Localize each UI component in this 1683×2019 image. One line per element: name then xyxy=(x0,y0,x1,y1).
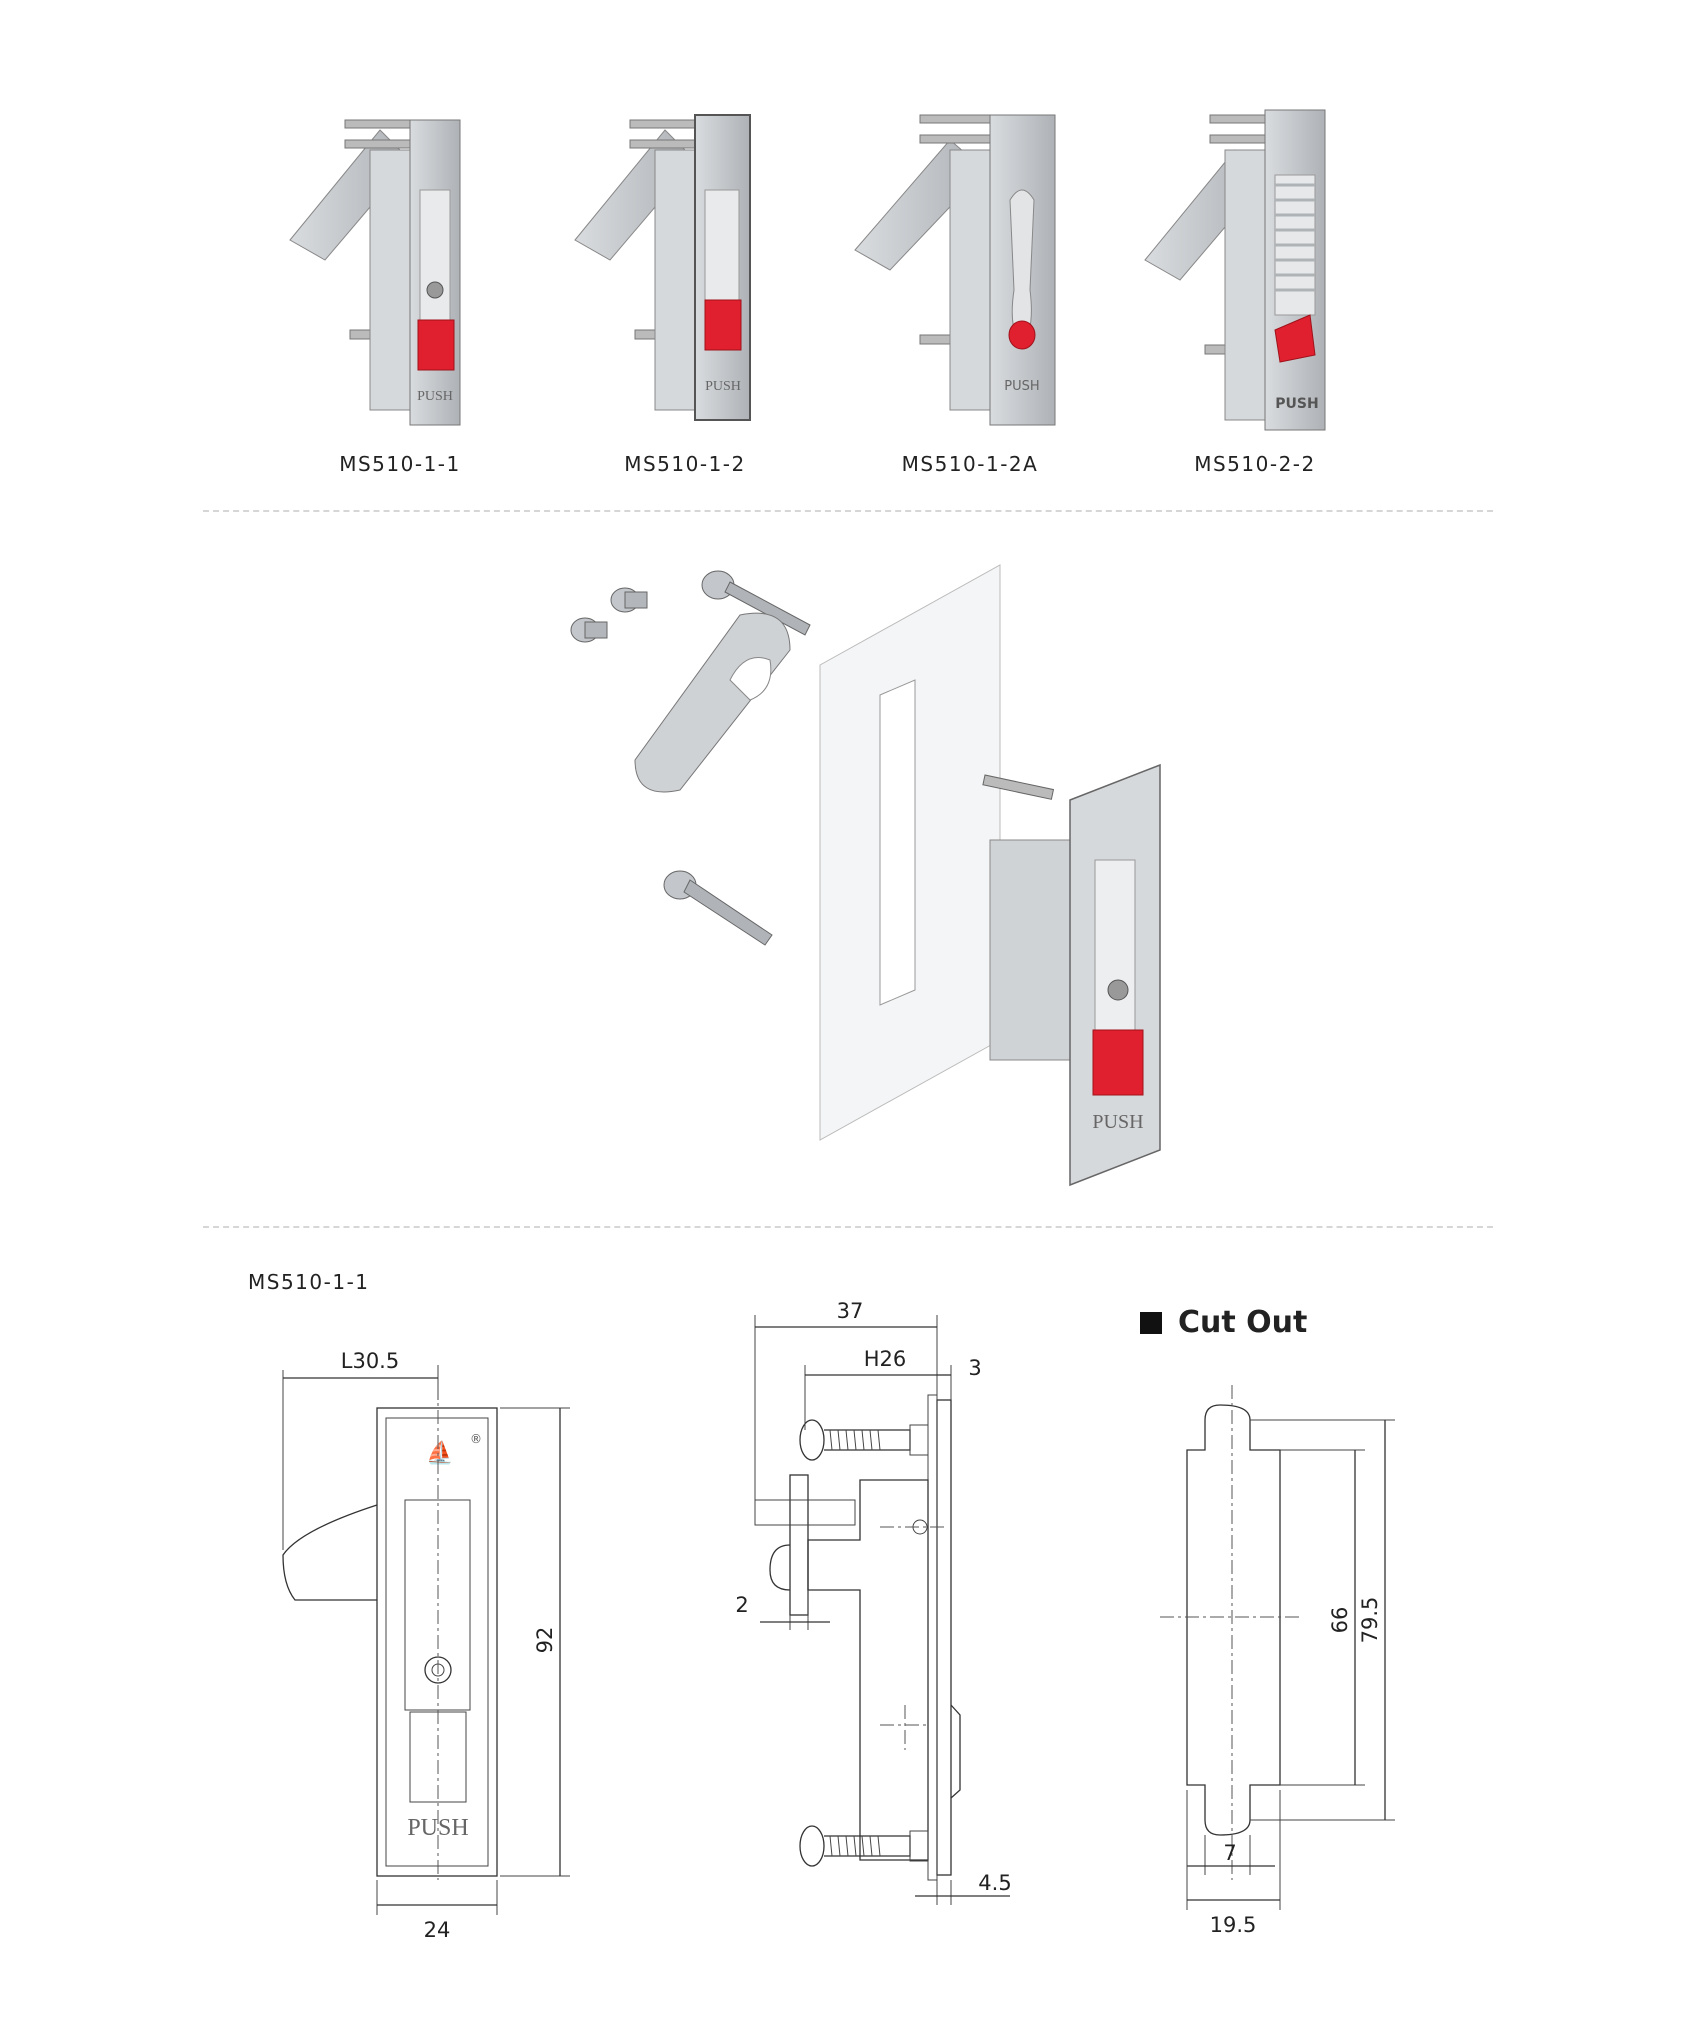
latch-render-1: PUSH xyxy=(289,119,461,426)
push-text: PUSH xyxy=(1275,396,1318,412)
dim-cutout-inner: 66 xyxy=(1328,1607,1352,1634)
push-text: PUSH xyxy=(1004,379,1039,394)
latch-render-4: PUSH xyxy=(1144,109,1326,431)
cutout-title-text: Cut Out xyxy=(1178,1305,1308,1340)
product-ms510-1-2: PUSH xyxy=(555,90,815,440)
caption-ms510-1-2a: MS510-1-2A xyxy=(901,452,1039,476)
divider-top xyxy=(203,510,1493,512)
side-view-drawing: 37 H26 3 2 4.5 xyxy=(735,1299,1012,1905)
bolt-icon xyxy=(799,1825,929,1867)
push-text: PUSH xyxy=(705,379,741,394)
product-ms510-1-1: PUSH xyxy=(270,90,530,440)
drawing-model-label: MS510-1-1 xyxy=(248,1270,370,1294)
dim-cutout-width: 19.5 xyxy=(1210,1913,1257,1937)
dim-height: 92 xyxy=(533,1627,557,1654)
cam-plate xyxy=(634,612,791,793)
dim-width: 24 xyxy=(424,1918,451,1942)
cutout-title: Cut Out xyxy=(1140,1305,1307,1340)
push-text: PUSH xyxy=(1092,1111,1143,1133)
dim-length: L30.5 xyxy=(341,1349,399,1373)
product-ms510-1-2a: PUSH xyxy=(840,90,1100,440)
dim-offset: 2 xyxy=(735,1593,748,1617)
dim-overall: 37 xyxy=(837,1299,864,1323)
caption-ms510-2-2: MS510-2-2 xyxy=(1194,452,1316,476)
front-view-drawing: ⛵ ® PUSH L30.5 92 24 xyxy=(282,1349,570,1942)
push-text: PUSH xyxy=(417,389,453,404)
dim-depth: 4.5 xyxy=(978,1871,1011,1895)
bolt-icon xyxy=(799,1419,929,1461)
registered-mark: ® xyxy=(470,1432,482,1446)
caption-ms510-1-2: MS510-1-2 xyxy=(624,452,746,476)
bolt-icon xyxy=(701,570,811,636)
product-ms510-2-2: PUSH xyxy=(1125,90,1385,440)
dim-cutout-outer: 79.5 xyxy=(1358,1597,1382,1644)
caption-ms510-1-1: MS510-1-1 xyxy=(339,452,461,476)
small-screw-icon xyxy=(570,587,648,643)
latch-render-2: PUSH xyxy=(574,114,751,421)
dim-plate: 3 xyxy=(968,1356,981,1380)
dim-handle: H26 xyxy=(864,1347,907,1371)
dim-cutout-tab: 7 xyxy=(1223,1841,1236,1865)
bolt-icon xyxy=(663,870,773,946)
divider-middle xyxy=(203,1226,1493,1228)
square-bullet-icon xyxy=(1140,1311,1162,1334)
cutout-drawing: 66 79.5 7 19.5 xyxy=(1160,1385,1395,1937)
brand-logo-icon: ⛵ xyxy=(426,1440,453,1466)
latch-render-3: PUSH xyxy=(854,114,1056,426)
